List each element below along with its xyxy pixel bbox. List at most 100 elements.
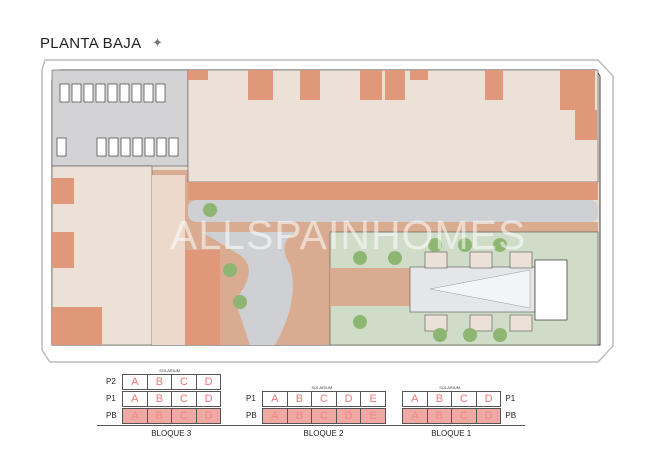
unit-cell: D	[195, 408, 222, 424]
ground-line	[377, 425, 526, 426]
floor-label: PB	[246, 411, 257, 420]
unit-cell: C	[171, 374, 197, 390]
unit-cell: C	[171, 391, 197, 407]
car	[144, 137, 155, 157]
gravel-garden	[188, 200, 598, 222]
unit-cell: B	[146, 374, 173, 390]
unit-cell: D	[475, 391, 502, 407]
terrace	[560, 70, 595, 110]
pool-ramp	[429, 269, 531, 309]
ground-line	[237, 425, 410, 426]
page-title: PLANTA BAJA	[40, 35, 142, 52]
unit-cell: B	[426, 391, 453, 407]
car	[96, 137, 107, 157]
solarium-label: SOLARIUM	[159, 368, 181, 373]
compass-star-icon: ✦	[152, 35, 163, 50]
tree	[433, 328, 447, 342]
unit-cell: A	[122, 374, 148, 390]
gravel-garden	[190, 225, 300, 345]
terrace	[300, 70, 320, 100]
unit-cell: B	[426, 408, 453, 424]
parking-cars	[56, 83, 179, 157]
sun-loungers	[424, 251, 533, 332]
walkway	[152, 175, 185, 345]
top-terraces	[188, 70, 597, 140]
car	[59, 83, 70, 103]
floor-label: P2	[106, 377, 116, 386]
tree	[493, 238, 507, 252]
solarium-label: SOLARIUM	[439, 385, 461, 390]
tree	[388, 251, 402, 265]
unit-cell: C	[451, 408, 477, 424]
unit-cell: C	[311, 391, 337, 407]
paving-strip	[188, 222, 598, 232]
terrace	[185, 250, 220, 345]
terrace	[52, 178, 74, 204]
unit-cell: E	[360, 391, 386, 407]
unit-cell: A	[262, 391, 288, 407]
floor-label: P1	[505, 394, 516, 403]
car	[131, 83, 142, 103]
car	[107, 83, 118, 103]
unit-cell: D	[195, 391, 222, 407]
car	[71, 83, 82, 103]
sun-lounger	[469, 251, 493, 269]
sun-lounger	[469, 314, 493, 332]
watermark: ALLSPAINHOMES	[170, 212, 527, 258]
tree	[458, 238, 472, 252]
car	[156, 137, 167, 157]
block-label: BLOQUE 2	[303, 429, 344, 438]
trees	[203, 203, 507, 342]
unit-cell: D	[335, 391, 362, 407]
car	[95, 83, 106, 103]
unit-cell: C	[311, 408, 337, 424]
sun-lounger	[424, 314, 448, 332]
terrace	[410, 70, 428, 80]
tree	[223, 263, 237, 277]
unit-cell: C	[451, 391, 477, 407]
unit-cell: B	[146, 391, 173, 407]
tree	[233, 295, 247, 309]
floor-label: PB	[106, 411, 117, 420]
sun-lounger	[424, 251, 448, 269]
unit-cell: A	[122, 391, 148, 407]
terrace	[52, 307, 102, 345]
car	[119, 83, 130, 103]
unit-cell: D	[195, 374, 222, 390]
unit-cell: D	[475, 408, 502, 424]
block-label: BLOQUE 3	[151, 429, 192, 438]
tree	[353, 251, 367, 265]
car	[56, 137, 67, 157]
car	[120, 137, 131, 157]
unit-cell: C	[171, 408, 197, 424]
terrace	[575, 110, 597, 140]
tree	[353, 315, 367, 329]
unit-cell: A	[402, 408, 428, 424]
terrace-path	[330, 268, 410, 306]
ground-line	[97, 425, 246, 426]
unit-cell: B	[286, 408, 313, 424]
tree	[493, 328, 507, 342]
sun-lounger	[509, 314, 533, 332]
terrace	[248, 70, 273, 100]
floor-label: P1	[246, 394, 256, 403]
terrace	[385, 70, 405, 100]
tree	[428, 238, 442, 252]
car	[155, 83, 166, 103]
floor-label: P1	[106, 394, 116, 403]
unit-cell: A	[402, 391, 428, 407]
floor-label: PB	[505, 411, 517, 420]
solarium-label: SOLARIUM	[311, 385, 333, 390]
unit-cell: A	[262, 408, 288, 424]
block-label: BLOQUE 1	[431, 429, 472, 438]
car	[108, 137, 119, 157]
front-terraces	[188, 182, 598, 200]
unit-cell: B	[146, 408, 173, 424]
terrace	[485, 70, 503, 100]
pergola	[534, 259, 568, 321]
unit-cell: D	[335, 408, 362, 424]
car	[132, 137, 143, 157]
unit-cell: B	[286, 391, 313, 407]
